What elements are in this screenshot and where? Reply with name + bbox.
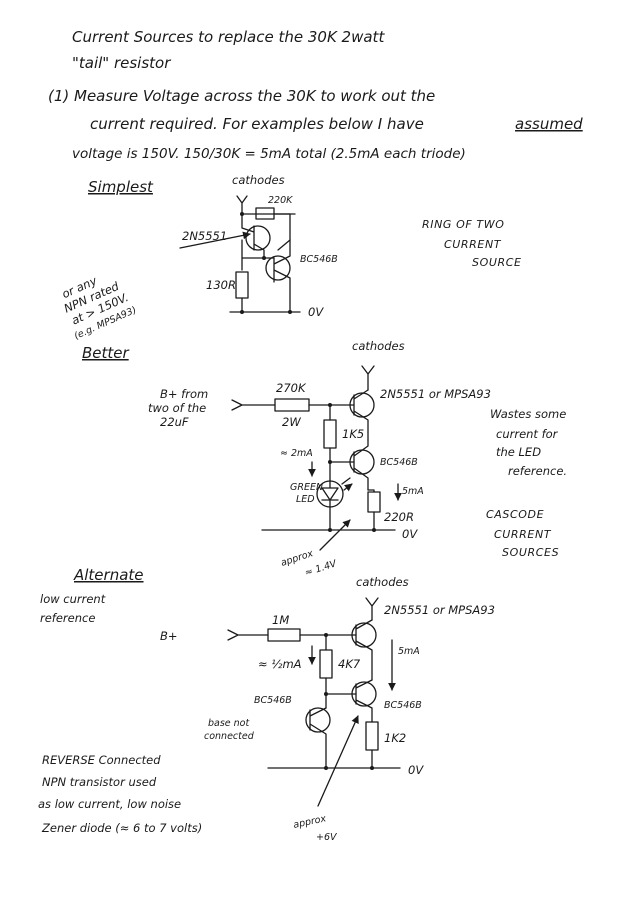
alternate-footer-line-1: REVERSE Connected <box>42 753 161 767</box>
simplest-ground-label: 0V <box>308 305 324 319</box>
simplest-note: or any NPN rated at > 150V. (e.g. MPSA93… <box>60 273 138 342</box>
alternate-cathodes-label: cathodes <box>356 575 409 589</box>
alternate-footer-line-4: Zener diode (≈ 6 to 7 volts) <box>41 821 202 835</box>
better-q-top-label: 2N5551 or MPSA93 <box>380 387 491 401</box>
better-side-line-4: reference. <box>508 464 567 478</box>
better-type-line-1: CASCODE <box>486 508 544 521</box>
alternate-current-label: ≈ ½mA <box>258 657 302 671</box>
alternate-base-note-line-1: base not <box>208 718 250 729</box>
alternate-footer-line-3: as low current, low noise <box>38 797 181 811</box>
better-side-line-1: Wastes some <box>490 407 566 421</box>
better-led-line-1: GREEN <box>290 482 323 493</box>
better-ground-label: 0V <box>402 527 418 541</box>
note-line-3: voltage is 150V. 150/30K = 5mA total (2.… <box>72 146 466 162</box>
alternate-footer-line-2: NPN transistor used <box>42 775 157 789</box>
better-r-feed-power-label: 2W <box>282 415 301 429</box>
better-side-line-3: the LED <box>496 445 541 459</box>
alternate-r-feed-label: 1M <box>272 613 289 627</box>
simplest-desc-line-2: CURRENT <box>444 238 502 251</box>
simplest-q-bottom-label: BC546B <box>300 254 338 265</box>
better-r-emitter-label: 220R <box>384 510 414 524</box>
better-circuit: 270K 2W 2N5551 or MPSA93 1K5 ≈ 2mA BC546… <box>231 365 491 551</box>
alternate-r-mid-label: 4K7 <box>338 657 361 671</box>
better-bplus-line-1: B+ from <box>160 387 208 401</box>
alternate-q-top-label: 2N5551 or MPSA93 <box>384 603 495 617</box>
better-approx-value: ≈ 1.4V <box>304 558 340 579</box>
better-type-line-3: SOURCES <box>502 546 559 559</box>
simplest-cathodes-label: cathodes <box>232 173 285 187</box>
simplest-r-top-label: 220K <box>268 195 293 206</box>
better-cathodes-label: cathodes <box>352 339 405 353</box>
alternate-sub-line-2: reference <box>40 611 95 625</box>
alternate-sub-line-1: low current <box>40 592 106 606</box>
alternate-q-zener-label: BC546B <box>254 695 292 706</box>
heading-better: Better <box>82 344 130 362</box>
alternate-approx-label: approx <box>292 813 327 831</box>
better-type-line-2: CURRENT <box>494 528 552 541</box>
better-bplus-line-2: two of the <box>148 401 206 415</box>
title-line-1: Current Sources to replace the 30K 2watt <box>72 28 385 46</box>
title-line-2: "tail" resistor <box>72 54 171 72</box>
alternate-ground-label: 0V <box>408 763 424 777</box>
note-line-2: current required. For examples below I h… <box>90 115 424 133</box>
heading-alternate: Alternate <box>73 566 144 584</box>
better-q-bottom-label: BC546B <box>380 457 418 468</box>
alternate-base-note-line-2: connected <box>204 731 255 742</box>
simplest-q-top-label: 2N5551 <box>182 229 227 243</box>
better-current-label: ≈ 2mA <box>280 448 313 459</box>
simplest-desc-line-3: SOURCE <box>472 256 522 269</box>
better-side-line-2: current for <box>496 427 559 441</box>
alternate-circuit: 1M 2N5551 or MPSA93 4K7 ≈ ½mA 5mA BC546B… <box>204 597 495 807</box>
alternate-approx-value: +6V <box>316 832 338 843</box>
alternate-q-bottom-label: BC546B <box>384 700 422 711</box>
simplest-desc-line-1: RING OF TWO <box>422 218 504 231</box>
better-led-line-2: LED <box>296 494 315 505</box>
simplest-r-bottom-label: 130R <box>206 278 236 292</box>
note-line-2-emphasis: assumed <box>515 115 583 133</box>
heading-simplest: Simplest <box>88 178 154 196</box>
note-line-1: (1) Measure Voltage across the 30K to wo… <box>48 87 435 105</box>
alternate-current-out-label: 5mA <box>398 646 420 657</box>
better-r-mid-label: 1K5 <box>342 427 364 441</box>
better-bplus-line-3: 22uF <box>160 415 189 429</box>
alternate-r-emitter-label: 1K2 <box>384 731 406 745</box>
better-current-out-label: 5mA <box>402 486 424 497</box>
better-r-feed-label: 270K <box>276 381 307 395</box>
simplest-circuit: 220K 2N5551 BC546B 130R 0V <box>179 195 338 319</box>
alternate-bplus-label: B+ <box>160 629 178 643</box>
